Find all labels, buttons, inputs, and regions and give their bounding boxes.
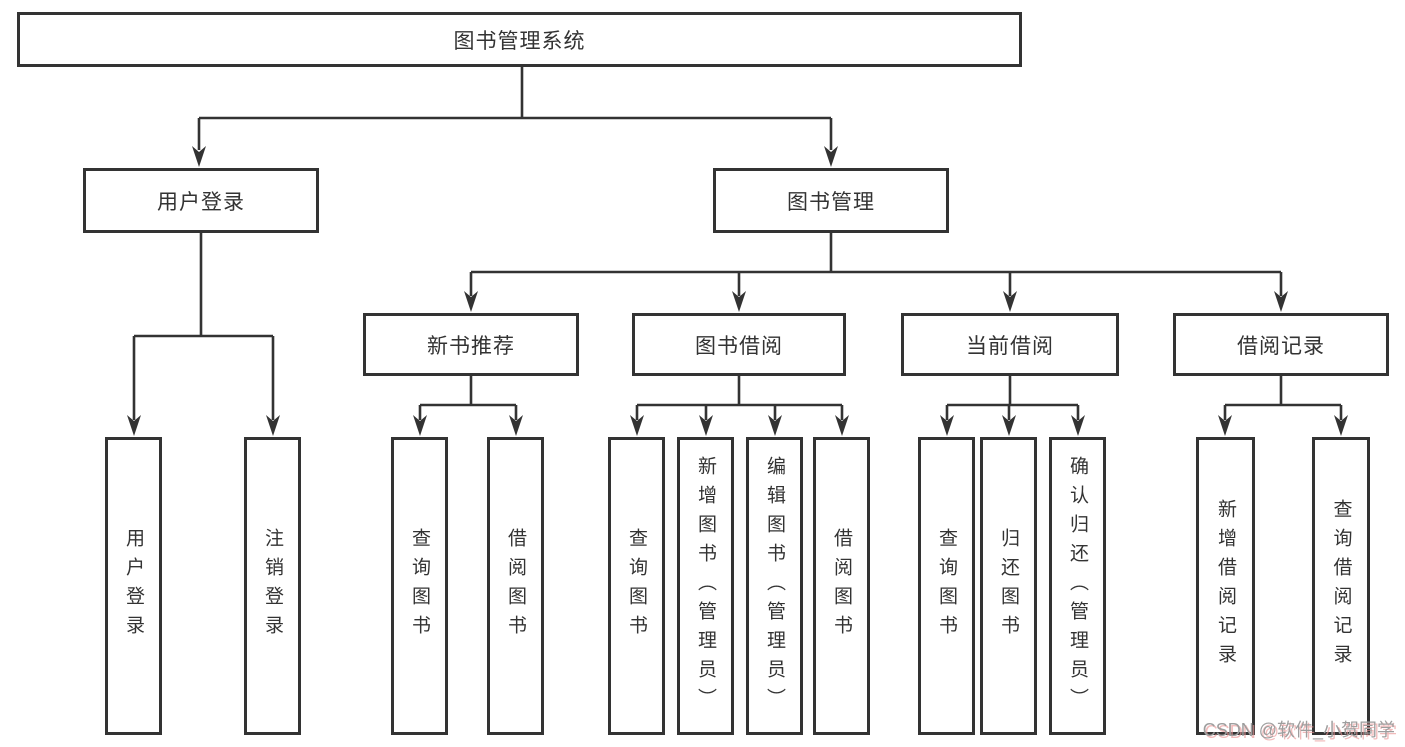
node-label: 查询借阅记录 xyxy=(1330,499,1352,673)
node-book-management-branch: 图书管理 xyxy=(713,168,949,233)
node-label: 新书推荐 xyxy=(427,334,515,358)
leaf-user-login: 用户登录 xyxy=(105,437,162,735)
leaf-add-borrow-record: 新增借阅记录 xyxy=(1196,437,1255,735)
connector-lines xyxy=(132,64,1343,420)
node-label: 当前借阅 xyxy=(966,334,1054,358)
node-user-login-branch: 用户登录 xyxy=(83,168,319,233)
node-label: 查询图书 xyxy=(626,528,647,644)
node-new-book-recommendation: 新书推荐 xyxy=(363,313,579,376)
leaf-query-books-3: 查询图书 xyxy=(918,437,975,735)
node-label: 新增借阅记录 xyxy=(1215,499,1236,673)
node-label: 注销登录 xyxy=(262,528,283,644)
leaf-logout: 注销登录 xyxy=(244,437,301,735)
node-borrowing-records: 借阅记录 xyxy=(1173,313,1389,376)
leaf-query-books-1: 查询图书 xyxy=(391,437,448,735)
leaf-query-borrow-record: 查询借阅记录 xyxy=(1312,437,1370,735)
node-label: 确认归还（管理员） xyxy=(1067,455,1088,717)
node-label: 图书借阅 xyxy=(695,334,783,358)
node-label: 借阅记录 xyxy=(1237,334,1325,358)
node-label: 归还图书 xyxy=(998,528,1019,644)
node-label: 用户登录 xyxy=(157,190,245,214)
node-label: 用户登录 xyxy=(123,528,144,644)
leaf-confirm-return-admin: 确认归还（管理员） xyxy=(1049,437,1106,735)
csdn-watermark: CSDN @软件_小贺同学 xyxy=(1202,720,1395,740)
node-label: 新增图书（管理员） xyxy=(695,455,716,717)
node-label: 编辑图书（管理员） xyxy=(764,455,785,717)
node-library-management-system: 图书管理系统 xyxy=(17,12,1022,67)
node-label: 图书管理 xyxy=(787,190,875,214)
leaf-query-books-2: 查询图书 xyxy=(608,437,665,735)
leaf-add-books-admin: 新增图书（管理员） xyxy=(677,437,734,735)
node-label: 查询图书 xyxy=(936,528,957,644)
node-label: 查询图书 xyxy=(409,528,430,644)
leaf-borrow-books-1: 借阅图书 xyxy=(487,437,544,735)
leaf-borrow-books-2: 借阅图书 xyxy=(813,437,870,735)
node-current-borrowing: 当前借阅 xyxy=(901,313,1119,376)
leaf-edit-books-admin: 编辑图书（管理员） xyxy=(746,437,803,735)
leaf-return-books: 归还图书 xyxy=(980,437,1037,735)
node-label: 借阅图书 xyxy=(505,528,526,644)
node-label: 借阅图书 xyxy=(831,528,852,644)
node-label: 图书管理系统 xyxy=(453,29,586,53)
node-book-borrowing: 图书借阅 xyxy=(632,313,846,376)
